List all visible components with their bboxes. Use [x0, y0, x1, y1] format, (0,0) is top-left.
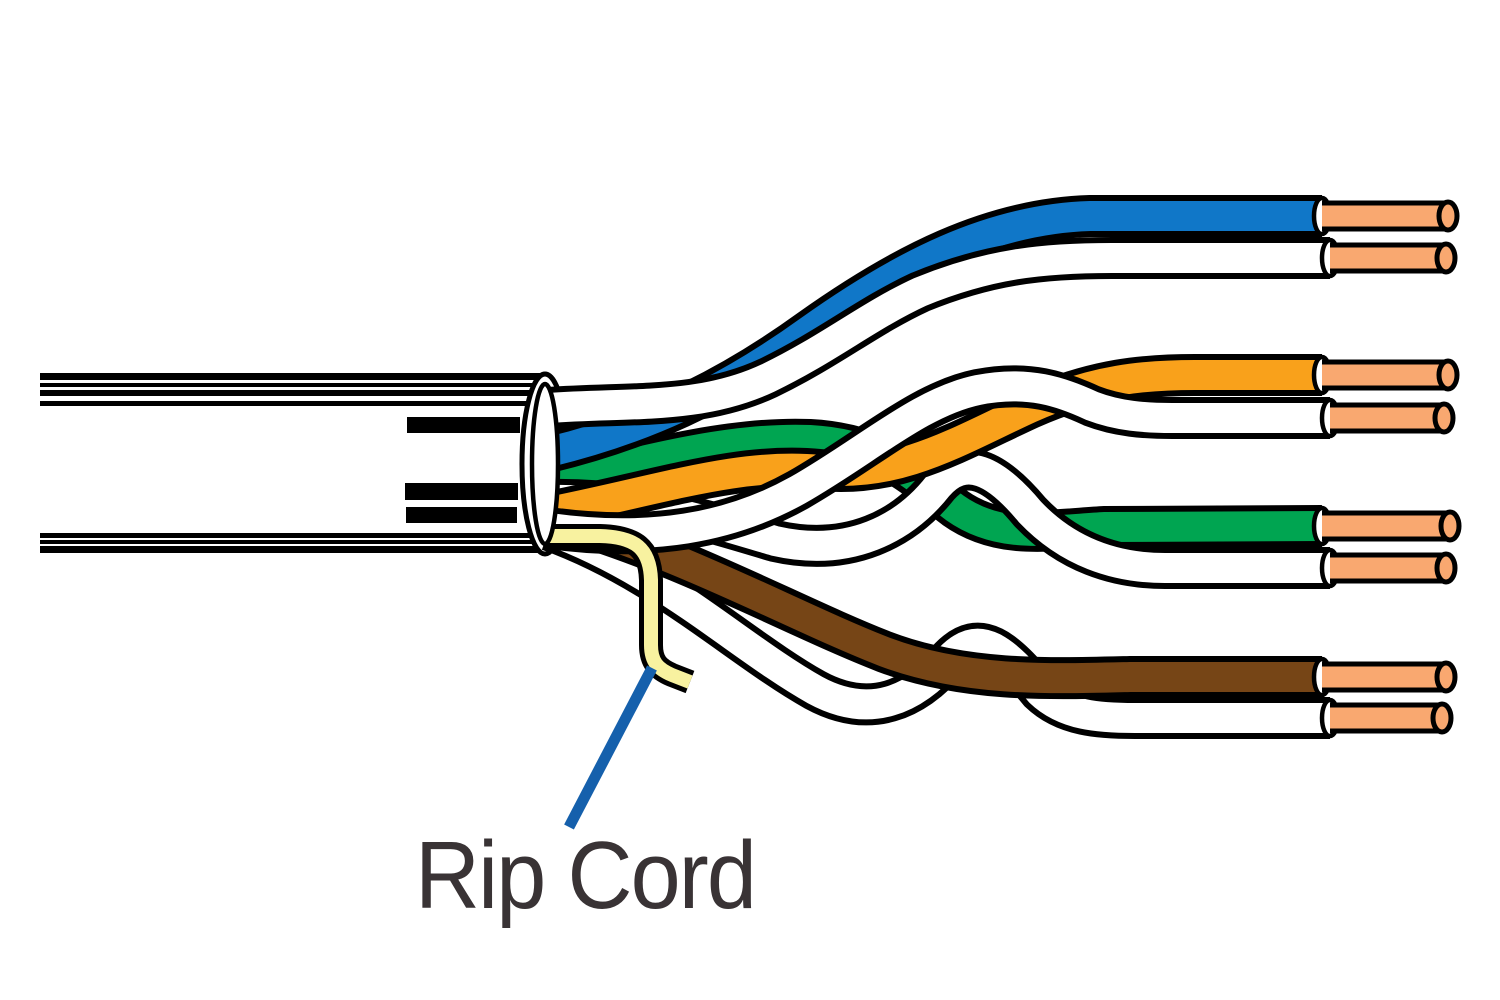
- rip-cord-pointer-line: [564, 665, 657, 830]
- blue-wire-copper-end-cap: [1436, 199, 1460, 233]
- jacket-print-mark: [406, 507, 517, 523]
- rip-cord-label: Rip Cord: [415, 822, 755, 929]
- green-pair-white-copper-end-cap: [1434, 551, 1458, 585]
- blue-pair-white-wire: [547, 243, 1330, 423]
- green-wire-copper-end-cap: [1438, 509, 1462, 543]
- orange-pair: [544, 354, 1460, 555]
- jacket-body: [40, 372, 546, 554]
- jacket-print-mark: [405, 483, 518, 500]
- rip-cord: [549, 529, 693, 689]
- brown-wire: [545, 501, 1322, 694]
- jacket-print-mark: [407, 417, 520, 433]
- brown-pair-white-copper-end-cap: [1430, 701, 1454, 735]
- jacket-stripe: [40, 373, 546, 380]
- orange-wire: [546, 360, 1322, 527]
- orange-pair-white-wire: [546, 371, 1330, 549]
- orange-pair-white-copper-end-cap: [1432, 401, 1456, 435]
- jacket-stripe: [40, 401, 546, 406]
- brown-wire-copper-end-cap: [1434, 660, 1458, 694]
- blue-pair-white-copper-end-cap: [1434, 241, 1458, 275]
- jacket-stripe: [40, 546, 546, 553]
- jacket-cut-inner-ring: [529, 381, 561, 547]
- jacket-stripe: [40, 383, 546, 387]
- orange-wire-copper-end-cap: [1436, 358, 1460, 392]
- jacket-stripe: [40, 533, 546, 538]
- brown-pair: [541, 495, 1458, 739]
- jacket-stripe: [40, 540, 546, 544]
- jacket-group: [40, 371, 571, 557]
- jacket-stripe: [40, 390, 546, 396]
- blue-pair: [544, 195, 1460, 473]
- rip-cord-group: [549, 524, 695, 694]
- blue-wire: [545, 201, 1322, 467]
